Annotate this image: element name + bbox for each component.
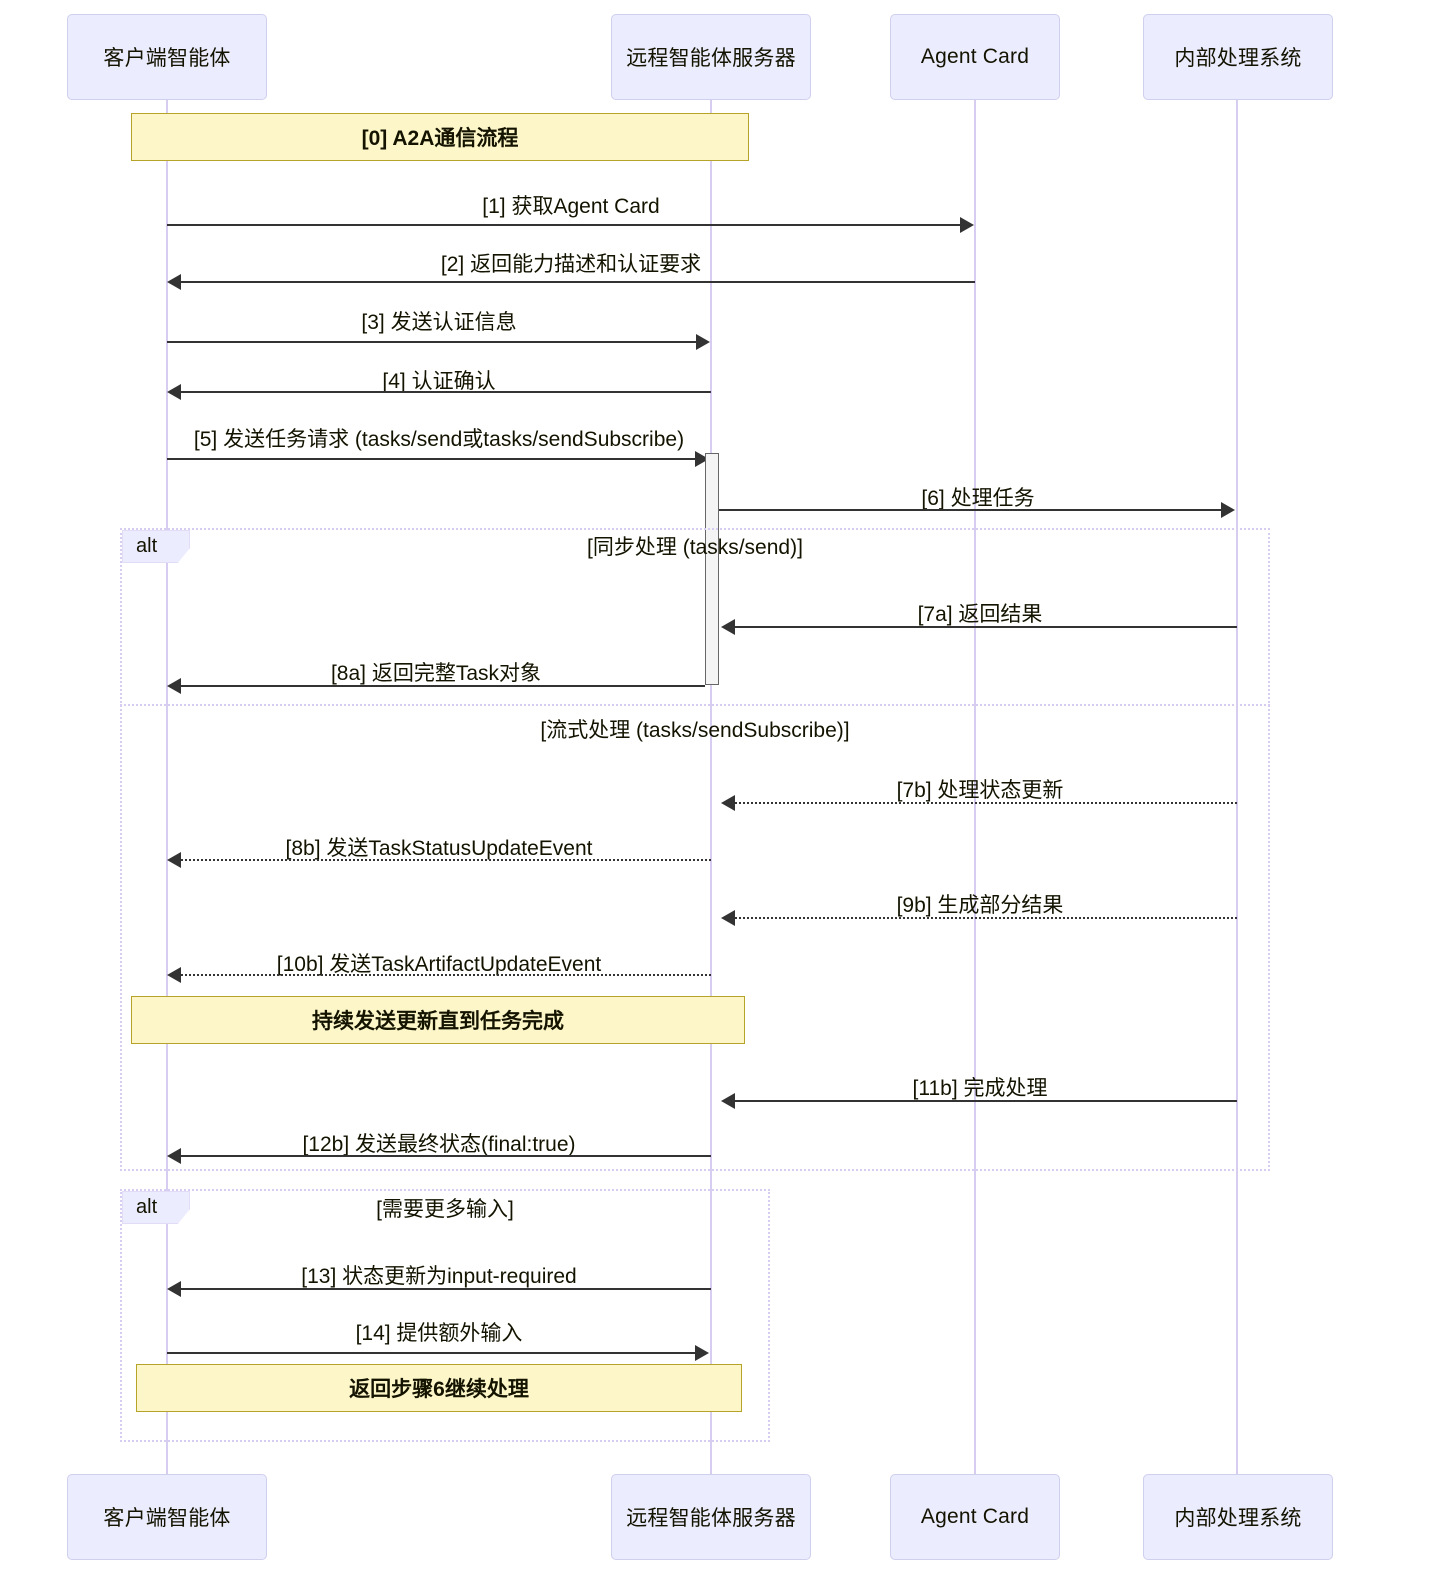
message-6-arrowhead (1221, 502, 1235, 518)
message-11b-arrowhead (721, 1093, 735, 1109)
message-5-label: [5] 发送任务请求 (tasks/send或tasks/sendSubscri… (193, 428, 685, 451)
fragment-operator-label: alt (136, 535, 158, 557)
message-8a-label: [8a] 返回完整Task对象 (330, 662, 542, 685)
note-text: [0] A2A通信流程 (361, 127, 519, 150)
lifeline-agent-card (974, 100, 976, 1474)
participant-label: 远程智能体服务器 (626, 47, 796, 70)
message-7a-line (735, 626, 1237, 628)
note-a2a-flow: [0] A2A通信流程 (131, 113, 749, 161)
message-12b-line (181, 1155, 711, 1157)
message-14-arrowhead (695, 1345, 709, 1361)
message-4-line (181, 391, 711, 393)
participant-label: 内部处理系统 (1174, 47, 1302, 70)
message-9b-arrowhead (721, 910, 735, 926)
message-5-line (167, 458, 696, 460)
participant-label: 客户端智能体 (103, 47, 231, 70)
note-text: 返回步骤6继续处理 (349, 1378, 529, 1401)
fragment-operator-label: alt (136, 1196, 158, 1218)
note-loopback: 返回步骤6继续处理 (136, 1364, 742, 1412)
lifeline-server (710, 100, 712, 1474)
message-1-label: [1] 获取Agent Card (482, 195, 660, 218)
message-4-label: [4] 认证确认 (382, 370, 496, 393)
message-13-label: [13] 状态更新为input-required (301, 1265, 577, 1288)
participant-client-top[interactable]: 客户端智能体 (67, 14, 267, 100)
lifeline-internal-system (1236, 100, 1238, 1474)
message-2-label: [2] 返回能力描述和认证要求 (440, 253, 702, 276)
message-7a-label: [7a] 返回结果 (917, 603, 1043, 626)
message-1-arrowhead (960, 217, 974, 233)
message-2-line (181, 281, 975, 283)
message-10b-line (181, 974, 711, 976)
message-6-line (719, 509, 1222, 511)
fragment-alt-processing-divider (120, 704, 1270, 706)
participant-label: 内部处理系统 (1174, 1507, 1302, 1530)
participant-agent-card-bottom[interactable]: Agent Card (890, 1474, 1060, 1560)
message-8b-arrowhead (167, 852, 181, 868)
note-continuous-updates: 持续发送更新直到任务完成 (131, 996, 745, 1044)
participant-server-top[interactable]: 远程智能体服务器 (611, 14, 811, 100)
participant-server-bottom[interactable]: 远程智能体服务器 (611, 1474, 811, 1560)
message-14-line (167, 1352, 696, 1354)
message-8a-arrowhead (167, 678, 181, 694)
message-11b-line (735, 1100, 1237, 1102)
message-8b-line (181, 859, 711, 861)
message-13-arrowhead (167, 1281, 181, 1297)
participant-label: 客户端智能体 (103, 1507, 231, 1530)
fragment-branch-2-label: [流式处理 (tasks/sendSubscribe)] (540, 719, 850, 742)
message-10b-arrowhead (167, 967, 181, 983)
note-text: 持续发送更新直到任务完成 (312, 1010, 564, 1033)
message-14-label: [14] 提供额外输入 (355, 1322, 523, 1345)
message-12b-arrowhead (167, 1148, 181, 1164)
message-9b-line (735, 917, 1237, 919)
participant-internal-system-bottom[interactable]: 内部处理系统 (1143, 1474, 1333, 1560)
lifeline-client (166, 100, 168, 1474)
message-2-arrowhead (167, 274, 181, 290)
participant-client-bottom[interactable]: 客户端智能体 (67, 1474, 267, 1560)
participant-label: Agent Card (920, 1505, 1030, 1528)
fragment-alt-more-input-tag: alt (122, 1191, 190, 1224)
message-3-arrowhead (696, 334, 710, 350)
participant-label: Agent Card (920, 45, 1030, 68)
message-1-line (167, 224, 961, 226)
message-12b-label: [12b] 发送最终状态(final:true) (302, 1133, 576, 1156)
message-3-label: [3] 发送认证信息 (361, 311, 517, 334)
participant-label: 远程智能体服务器 (626, 1507, 796, 1530)
participant-agent-card-top[interactable]: Agent Card (890, 14, 1060, 100)
message-8b-label: [8b] 发送TaskStatusUpdateEvent (285, 837, 593, 860)
message-7b-label: [7b] 处理状态更新 (896, 779, 1064, 802)
message-4-arrowhead (167, 384, 181, 400)
activation-bar-server (705, 453, 719, 685)
participant-internal-system-top[interactable]: 内部处理系统 (1143, 14, 1333, 100)
message-13-line (181, 1288, 711, 1290)
message-6-label: [6] 处理任务 (921, 487, 1035, 510)
fragment-alt-processing-tag: alt (122, 530, 190, 563)
message-9b-label: [9b] 生成部分结果 (896, 894, 1064, 917)
fragment-branch-more-input-label: [需要更多输入] (376, 1198, 514, 1221)
message-11b-label: [11b] 完成处理 (912, 1077, 1048, 1100)
message-7a-arrowhead (721, 619, 735, 635)
message-7b-arrowhead (721, 795, 735, 811)
fragment-branch-1-label: [同步处理 (tasks/send)] (587, 536, 803, 559)
message-3-line (167, 341, 697, 343)
message-10b-label: [10b] 发送TaskArtifactUpdateEvent (276, 953, 602, 976)
message-8a-line (181, 685, 705, 687)
message-7b-line (735, 802, 1237, 804)
